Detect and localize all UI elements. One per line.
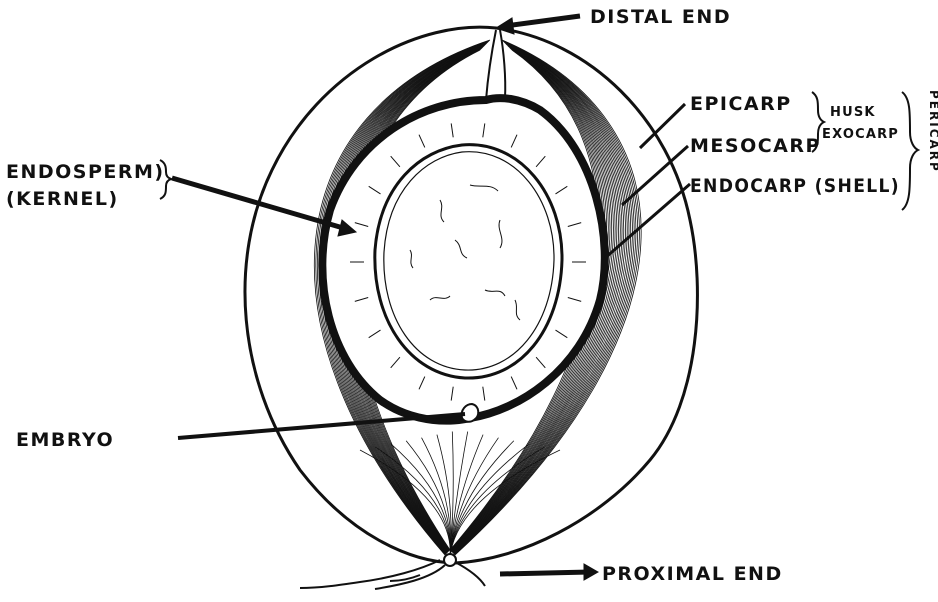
label-proximal-end: PROXIMAL END <box>602 563 783 585</box>
label-epicarp: EPICARP <box>690 93 792 115</box>
label-mesocarp: MESOCARP <box>690 135 821 157</box>
label-kernel: (KERNEL) <box>6 188 119 210</box>
label-pericarp: PERICARP <box>927 90 938 173</box>
endosperm-kernel <box>375 145 562 378</box>
stalk <box>300 560 485 589</box>
label-endocarp: ENDOCARP (SHELL) <box>690 175 900 197</box>
label-endosperm: ENDOSPERM) <box>6 161 165 183</box>
label-exocarp: EXOCARP <box>822 127 899 142</box>
label-distal-end: DISTAL END <box>590 6 731 28</box>
label-husk: HUSK <box>830 105 876 120</box>
label-embryo: EMBRYO <box>16 429 114 451</box>
proximal-node <box>444 554 456 566</box>
pericarp-brace <box>902 92 918 210</box>
